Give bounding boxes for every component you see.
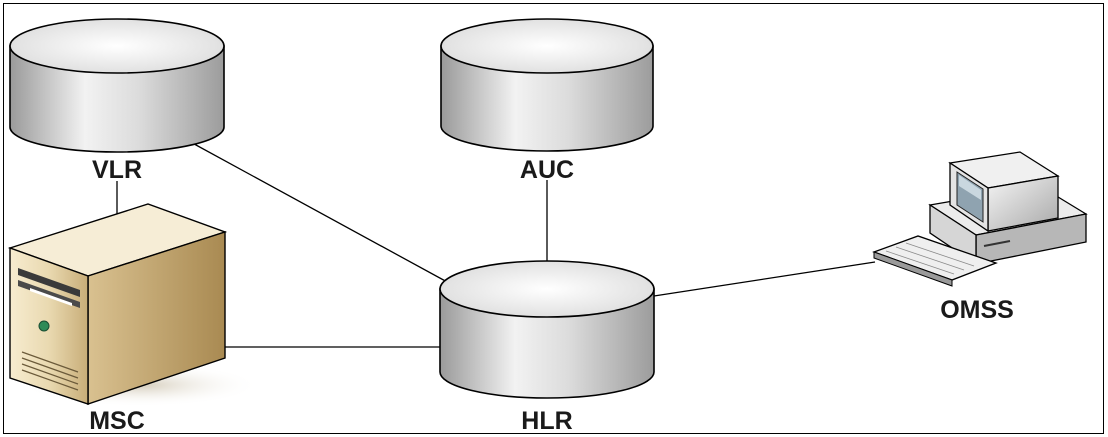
connections <box>116 138 876 348</box>
hlr-database-icon <box>439 260 655 399</box>
vlr-database-icon <box>9 18 225 153</box>
msc-server-icon <box>7 203 260 407</box>
auc-label: AUC <box>520 156 574 184</box>
hlr-label: HLR <box>521 407 572 435</box>
msc-label: MSC <box>89 407 145 435</box>
edge-vlr-hlr <box>184 138 461 290</box>
auc-database-icon <box>440 18 654 152</box>
vlr-label: VLR <box>92 156 142 184</box>
edge-hlr-omss <box>653 261 876 297</box>
omss-label: OMSS <box>940 296 1014 324</box>
omss-workstation-icon <box>872 151 1088 287</box>
